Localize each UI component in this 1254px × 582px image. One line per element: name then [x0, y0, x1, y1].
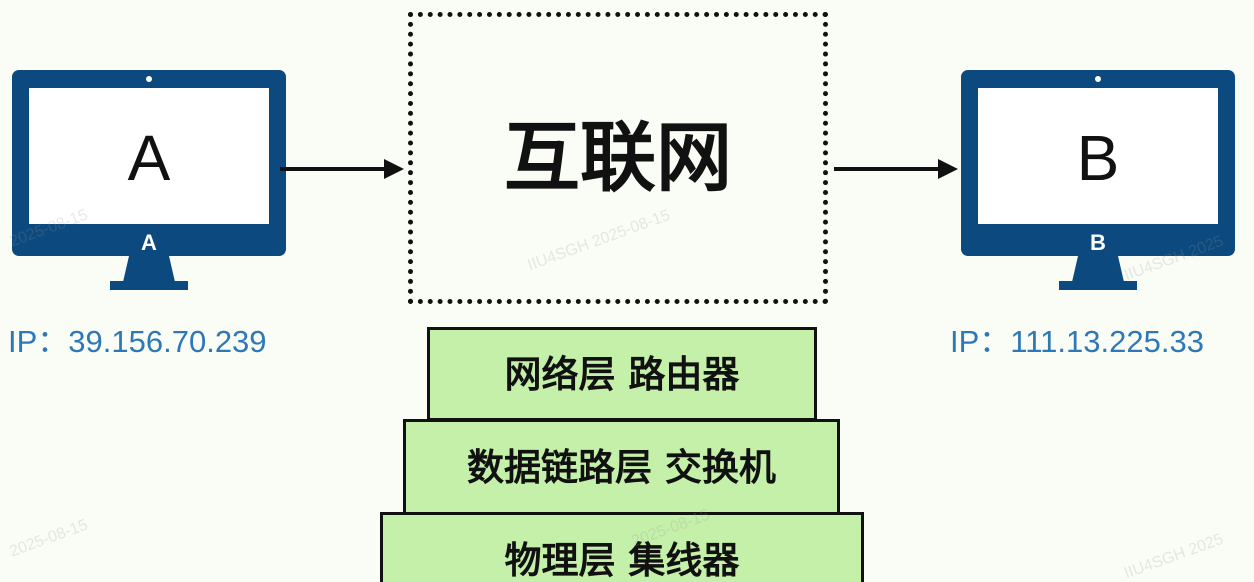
physical-layer-label: 物理层 集线器 — [504, 539, 740, 582]
monitor-graphic — [961, 70, 1235, 290]
network-layer-box: 网络层 路由器 — [427, 327, 817, 421]
watermark: IIU4SGH 2025 — [1122, 530, 1226, 582]
physical-layer-box: 物理层 集线器 — [380, 512, 864, 582]
watermark: 2025-08-15 — [7, 516, 91, 561]
monitor-graphic — [12, 70, 286, 290]
computer-a-monitor-icon: A A — [12, 70, 286, 290]
computer-a-label: A — [127, 122, 171, 194]
network-layer-label: 网络层 路由器 — [504, 353, 740, 396]
ip-address-a: IP：39.156.70.239 — [8, 324, 267, 359]
computer-b-label: B — [1076, 122, 1120, 194]
arrow-a-to-internet-icon — [280, 159, 404, 179]
internet-label: 互联网 — [504, 113, 732, 202]
computer-b-chin-label: B — [1090, 230, 1106, 255]
computer-a-chin-label: A — [141, 230, 157, 255]
arrow-internet-to-b-icon — [834, 159, 958, 179]
internet-cloud-box: 互联网 — [408, 12, 828, 304]
data-link-layer-box: 数据链路层 交换机 — [403, 419, 840, 515]
data-link-layer-label: 数据链路层 交换机 — [467, 446, 776, 489]
ip-address-b: IP：111.13.225.33 — [950, 324, 1204, 359]
computer-b-monitor-icon: B B — [961, 70, 1235, 290]
